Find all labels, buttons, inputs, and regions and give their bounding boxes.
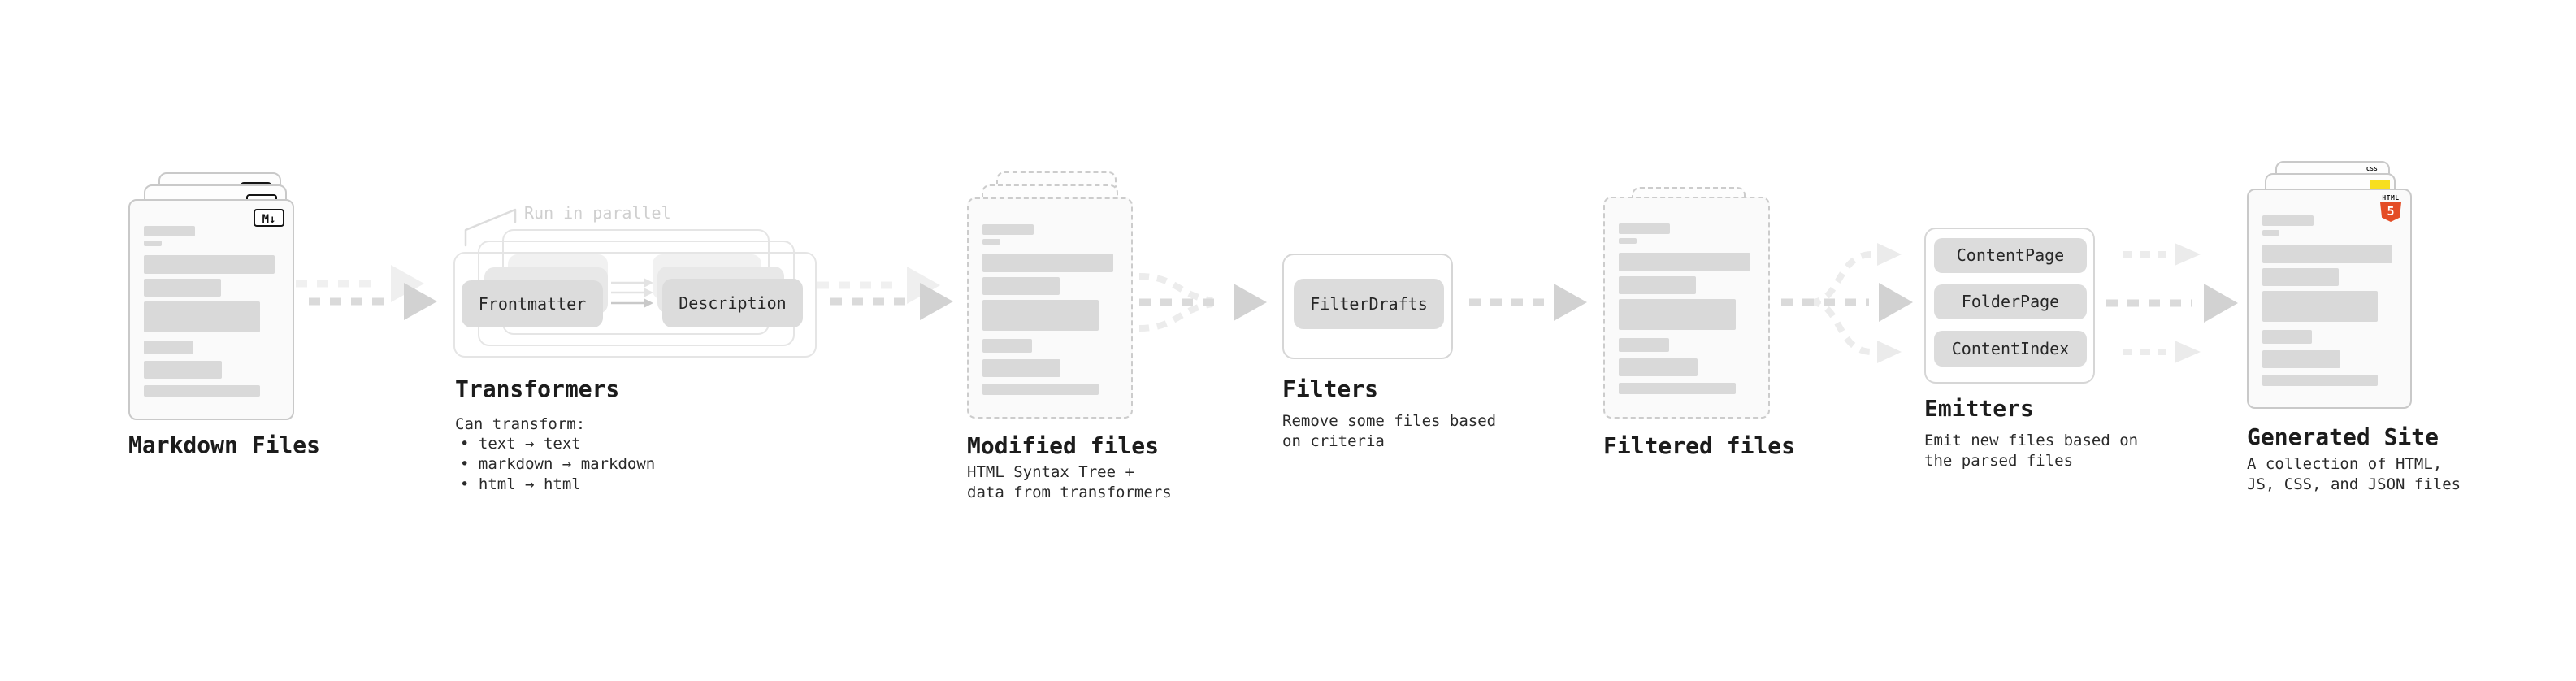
markdown-files-title: Markdown Files [128, 432, 321, 458]
desc-line: Remove some files based [1282, 412, 1497, 430]
run-in-parallel-leader-line [464, 208, 517, 247]
arrow-markdown-to-transformers [296, 265, 437, 320]
markdown-doc-front: M↓ [128, 199, 294, 420]
skeleton-bar [1619, 383, 1736, 394]
skeleton-bar [144, 385, 260, 397]
arrow-filtered-to-emitters [1781, 243, 1913, 363]
generated-site-desc: A collection of HTML, JS, CSS, and JSON … [2247, 454, 2461, 495]
skeleton-bar [144, 361, 223, 379]
desc-line: data from transformers [967, 484, 1172, 501]
skeleton-bar [2262, 350, 2340, 368]
skeleton-bar [2262, 245, 2393, 263]
arrow-filters-to-filtered [1469, 284, 1587, 321]
skeleton-bar [2262, 230, 2280, 236]
skeleton-bar [144, 226, 196, 236]
generated-doc-front: HTML 5 [2247, 189, 2412, 409]
skeleton-bar [1619, 276, 1697, 294]
filterdrafts-pill: FilterDrafts [1294, 279, 1444, 329]
skeleton-bar [982, 359, 1061, 377]
doc-skeleton [982, 224, 1117, 395]
emitters-title: Emitters [1924, 395, 2034, 422]
skeleton-bar [1619, 338, 1669, 352]
transformers-title: Transformers [455, 375, 620, 402]
css-icon-label: CSS [2366, 166, 2379, 172]
skeleton-bar [2262, 291, 2378, 322]
desc-line: HTML Syntax Tree + [967, 463, 1134, 481]
desc-line: on criteria [1282, 432, 1385, 450]
filtered-doc-front [1603, 197, 1770, 419]
skeleton-bar [982, 254, 1114, 272]
transformers-box-front [453, 252, 817, 358]
html5-icon: HTML 5 [2380, 194, 2401, 222]
filters-title: Filters [1282, 375, 1379, 402]
folderpage-pill: FolderPage [1934, 284, 2087, 319]
skeleton-bar [144, 241, 162, 246]
skeleton-bar [982, 239, 1000, 245]
doc-skeleton [144, 226, 279, 397]
desc-line: JS, CSS, and JSON files [2247, 475, 2461, 493]
emitters-desc: Emit new files based on the parsed files [1924, 431, 2138, 471]
skeleton-bar [982, 300, 1099, 331]
skeleton-bar [982, 384, 1099, 395]
contentindex-pill: ContentIndex [1934, 331, 2087, 367]
desc-line: the parsed files [1924, 452, 2074, 470]
arrow-transformers-to-modified [817, 267, 953, 320]
description-pill: Description [662, 279, 803, 327]
bullet-item: markdown → markdown [460, 454, 655, 475]
skeleton-bar [1619, 238, 1637, 244]
skeleton-bar [2262, 268, 2340, 286]
bullet-item: html → html [460, 475, 655, 495]
arrow-emitters-to-generated [2106, 243, 2238, 363]
html5-icon-label: HTML [2382, 194, 2400, 202]
doc-skeleton [2262, 215, 2396, 386]
run-in-parallel-note: Run in parallel [524, 203, 671, 223]
skeleton-bar [1619, 253, 1750, 271]
doc-skeleton [1619, 223, 1754, 394]
modified-files-desc: HTML Syntax Tree + data from transformer… [967, 462, 1172, 503]
skeleton-bar [982, 339, 1033, 353]
skeleton-bar [1619, 223, 1671, 234]
skeleton-bar [144, 301, 260, 332]
skeleton-bar [2262, 330, 2313, 344]
filtered-files-title: Filtered files [1603, 432, 1796, 459]
filters-desc: Remove some files based on criteria [1282, 411, 1496, 452]
modified-files-title: Modified files [967, 432, 1160, 459]
desc-line: A collection of HTML, [2247, 455, 2443, 473]
skeleton-bar [982, 277, 1060, 295]
skeleton-bar [2262, 375, 2378, 386]
transformers-bullet-list: text → text markdown → markdown html → h… [460, 434, 655, 495]
skeleton-bar [144, 279, 221, 297]
contentpage-pill: ContentPage [1934, 238, 2087, 273]
skeleton-bar [982, 224, 1034, 235]
skeleton-bar [1619, 299, 1736, 330]
skeleton-bar [144, 340, 194, 354]
frontmatter-pill: Frontmatter [462, 280, 603, 327]
generated-site-title: Generated Site [2247, 423, 2439, 450]
skeleton-bar [1619, 358, 1698, 376]
skeleton-bar [144, 255, 275, 274]
modified-doc-front [967, 197, 1133, 419]
bullet-item: text → text [460, 434, 655, 454]
skeleton-bar [2262, 215, 2314, 226]
transformers-desc-heading: Can transform: [455, 415, 586, 433]
arrow-modified-to-filters [1138, 273, 1267, 332]
transformer-parallel-arrows [611, 278, 653, 308]
desc-line: Emit new files based on [1924, 432, 2139, 449]
markdown-icon: M↓ [254, 209, 284, 227]
